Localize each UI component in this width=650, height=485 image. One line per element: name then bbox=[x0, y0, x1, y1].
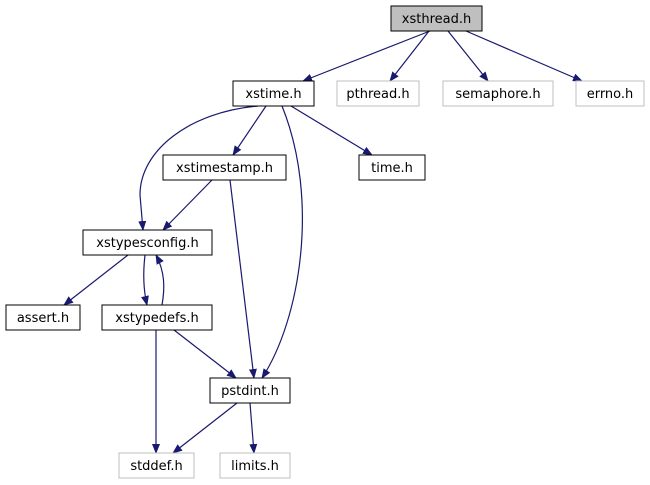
node-label-time: time.h bbox=[371, 161, 413, 176]
node-label-stddef: stddef.h bbox=[130, 459, 182, 474]
node-xstypesconfig[interactable]: xstypesconfig.h bbox=[82, 229, 213, 256]
node-box-errno bbox=[575, 80, 645, 107]
edge-xstime-to-xstypesconfig bbox=[138, 105, 259, 231]
node-box-xstime bbox=[232, 80, 315, 107]
edges bbox=[63, 30, 583, 454]
node-xstypedefs[interactable]: xstypedefs.h bbox=[101, 304, 213, 331]
edge-xstimestamp-to-pstdint bbox=[229, 179, 257, 379]
node-label-assert: assert.h bbox=[17, 311, 69, 326]
edge-xsthread-to-xstime bbox=[302, 30, 431, 82]
node-box-xstypedefs bbox=[101, 304, 213, 331]
node-label-xstypesconfig: xstypesconfig.h bbox=[96, 236, 198, 251]
node-label-limits: limits.h bbox=[231, 459, 279, 474]
node-box-semaphore bbox=[442, 80, 554, 107]
node-label-semaphore: semaphore.h bbox=[455, 87, 540, 102]
node-label-xstypedefs: xstypedefs.h bbox=[115, 311, 198, 326]
edge-xstypedefs-to-pstdint bbox=[173, 329, 237, 379]
node-box-xsthread bbox=[390, 5, 483, 32]
node-xstimestamp[interactable]: xstimestamp.h bbox=[162, 154, 287, 181]
node-label-pthread: pthread.h bbox=[346, 87, 409, 102]
nodes: xsthread.h xstime.h pthread.h semaphore.h er… bbox=[5, 5, 645, 479]
node-box-time bbox=[358, 154, 426, 181]
edge-xsthread-to-pthread bbox=[389, 30, 430, 82]
node-errno: errno.h bbox=[575, 80, 645, 107]
node-assert[interactable]: assert.h bbox=[5, 304, 81, 331]
node-label-xsthread: xsthread.h bbox=[402, 12, 471, 27]
node-pthread: pthread.h bbox=[336, 80, 420, 107]
edge-xstime-to-xstimestamp bbox=[232, 105, 267, 156]
edge-xstime-to-pstdint bbox=[261, 105, 303, 379]
node-box-pstdint bbox=[209, 377, 291, 404]
node-xstime[interactable]: xstime.h bbox=[232, 80, 315, 107]
node-label-pstdint: pstdint.h bbox=[221, 384, 279, 399]
edge-pstdint-to-stddef bbox=[172, 402, 238, 454]
node-box-limits bbox=[219, 452, 291, 479]
edge-pstdint-to-limits bbox=[249, 402, 258, 454]
edge-xstimestamp-to-xstypesconfig bbox=[162, 179, 213, 231]
node-stddef: stddef.h bbox=[118, 452, 195, 479]
node-label-xstimestamp: xstimestamp.h bbox=[176, 161, 273, 176]
node-box-pthread bbox=[336, 80, 420, 107]
edge-xsthread-to-errno bbox=[465, 30, 583, 82]
node-box-assert bbox=[5, 304, 81, 331]
node-box-xstypesconfig bbox=[82, 229, 213, 256]
edge-xsthread-to-semaphore bbox=[447, 30, 489, 82]
node-pstdint[interactable]: pstdint.h bbox=[209, 377, 291, 404]
edge-xstypesconfig-to-assert bbox=[63, 254, 129, 306]
edge-xstypedefs-to-xstypesconfig bbox=[155, 254, 165, 306]
node-box-xstimestamp bbox=[162, 154, 287, 181]
edge-xstypesconfig-to-xstypedefs bbox=[141, 254, 149, 306]
node-limits: limits.h bbox=[219, 452, 291, 479]
node-box-stddef bbox=[118, 452, 195, 479]
node-semaphore: semaphore.h bbox=[442, 80, 554, 107]
node-label-xstime: xstime.h bbox=[245, 87, 301, 102]
node-time[interactable]: time.h bbox=[358, 154, 426, 181]
node-label-errno: errno.h bbox=[587, 87, 634, 102]
edge-xstime-to-time bbox=[290, 105, 373, 156]
node-xsthread[interactable]: xsthread.h bbox=[390, 5, 483, 32]
